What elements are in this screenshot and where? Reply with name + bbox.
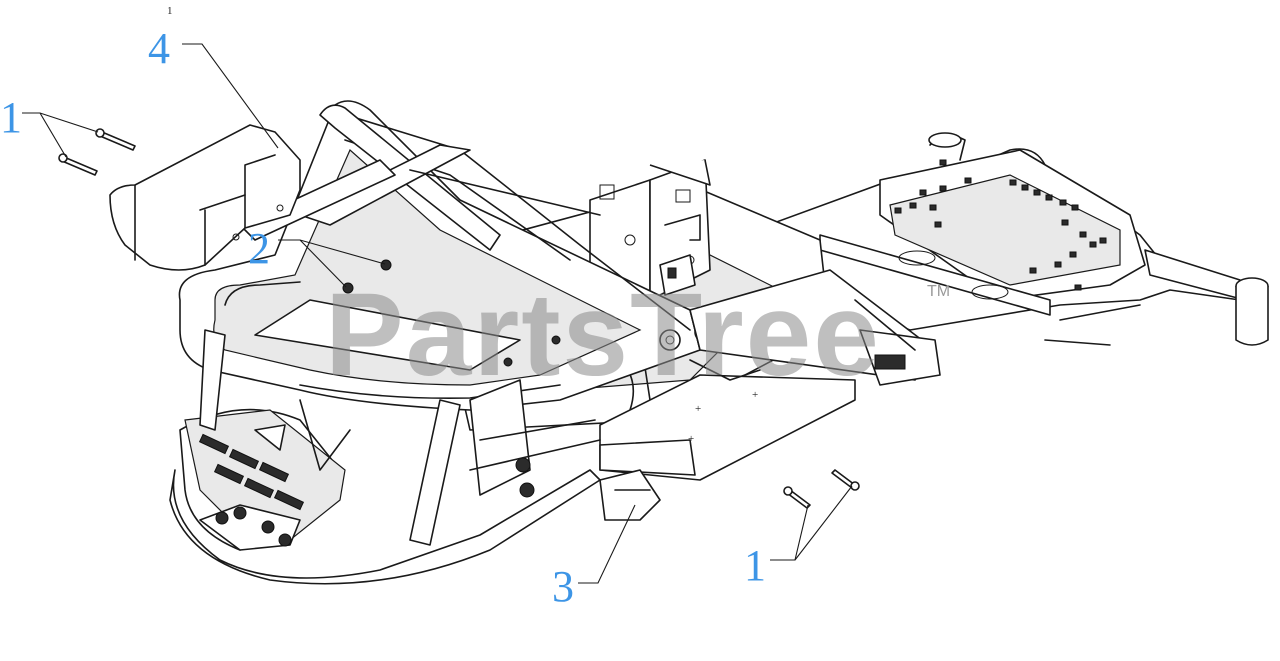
upper-left-rail	[239, 144, 601, 241]
partstree-watermark: PartsTree TM	[325, 269, 950, 401]
part-1-bolts-upper	[58, 128, 136, 176]
part-4-shield	[109, 124, 301, 271]
watermark-text: PartsTree	[325, 269, 881, 401]
front-loop-frame	[178, 100, 716, 411]
plus-mark-3: +	[688, 433, 694, 445]
callout-labels: 1 1 4 2 3 1	[0, 5, 766, 611]
callout-4: 4	[148, 24, 170, 73]
part-1-pins-lower	[783, 469, 860, 509]
watermark-tm: TM	[927, 283, 950, 300]
callout-1-lower: 1	[744, 541, 766, 590]
front-uprights	[199, 329, 601, 546]
callout-2: 2	[248, 224, 270, 273]
leader-lines	[22, 43, 853, 584]
callout-1-upper: 1	[0, 93, 22, 142]
callout-3: 3	[552, 562, 574, 611]
plus-mark-2: +	[752, 389, 758, 401]
plus-mark-1: +	[695, 403, 701, 415]
front-bumper	[169, 408, 601, 585]
footrest-plate: + + +	[599, 359, 856, 521]
right-diagonal-rail	[689, 269, 941, 386]
sheet-mark: 1	[167, 5, 173, 17]
part-2-nuts	[342, 259, 561, 367]
